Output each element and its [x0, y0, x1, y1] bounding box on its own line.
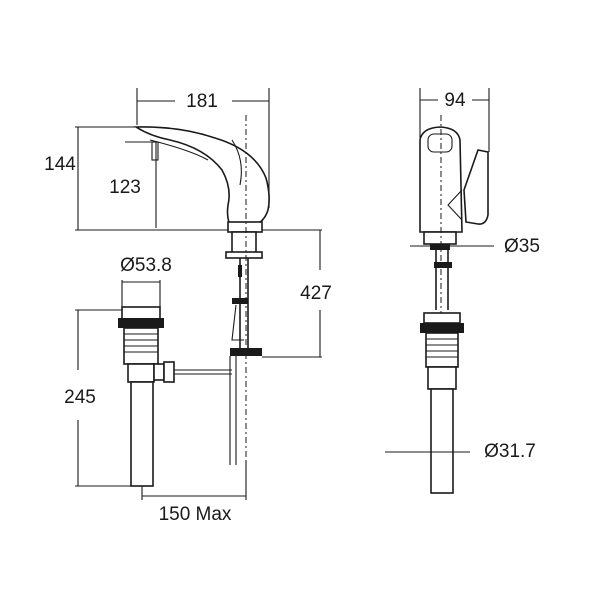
front-waste-flange	[423, 312, 461, 324]
dim-spout-length: 181	[186, 91, 218, 112]
lower-nut	[230, 348, 262, 356]
pivot-cap	[163, 361, 175, 383]
side-waste	[118, 306, 232, 487]
dim-spout-height: 123	[109, 177, 141, 198]
waste-collar	[127, 363, 155, 383]
front-body	[419, 126, 463, 233]
front-waste-grip	[420, 323, 464, 333]
front-handle	[463, 149, 489, 225]
side-faucet	[75, 115, 322, 465]
dim-body-width: 94	[444, 90, 466, 111]
aerator	[151, 141, 159, 161]
fitting-2	[232, 298, 248, 304]
front-spout-end	[427, 133, 453, 153]
front-waste-body	[425, 332, 459, 368]
waste-grip	[118, 318, 164, 328]
front-fitting	[434, 262, 452, 268]
faucet-base	[227, 221, 263, 233]
front-waste-tail	[430, 388, 454, 494]
fitting-1	[238, 265, 242, 277]
pivot-nut	[153, 363, 165, 381]
dim-total-height: 144	[44, 154, 76, 175]
front-base	[423, 231, 457, 245]
front-faucet	[419, 115, 489, 470]
dim-waste-diameter: Ø53.8	[120, 255, 172, 276]
handle-edge	[231, 139, 242, 186]
dim-tail-diameter: Ø31.7	[484, 441, 536, 462]
front-dimensions: 94 Ø35 Ø31.7	[385, 88, 540, 462]
dim-shank-diameter: Ø35	[504, 236, 540, 257]
front-handle-lever	[447, 189, 463, 221]
front-shank-nut	[430, 244, 450, 250]
dim-flexible-length: 427	[300, 283, 332, 304]
waste-flange	[121, 306, 161, 320]
side-dimensions: 181 144 123 427 Ø53.8 245 150 Max	[44, 88, 332, 525]
waste-tail	[130, 381, 154, 487]
dim-rod-reach: 150 Max	[159, 504, 232, 525]
dim-waste-length: 245	[64, 387, 96, 408]
front-waste	[420, 312, 464, 494]
front-waste-collar	[427, 366, 457, 390]
shank-nut	[225, 251, 263, 259]
pipe-bend	[231, 304, 244, 341]
faucet-shank	[231, 231, 257, 255]
